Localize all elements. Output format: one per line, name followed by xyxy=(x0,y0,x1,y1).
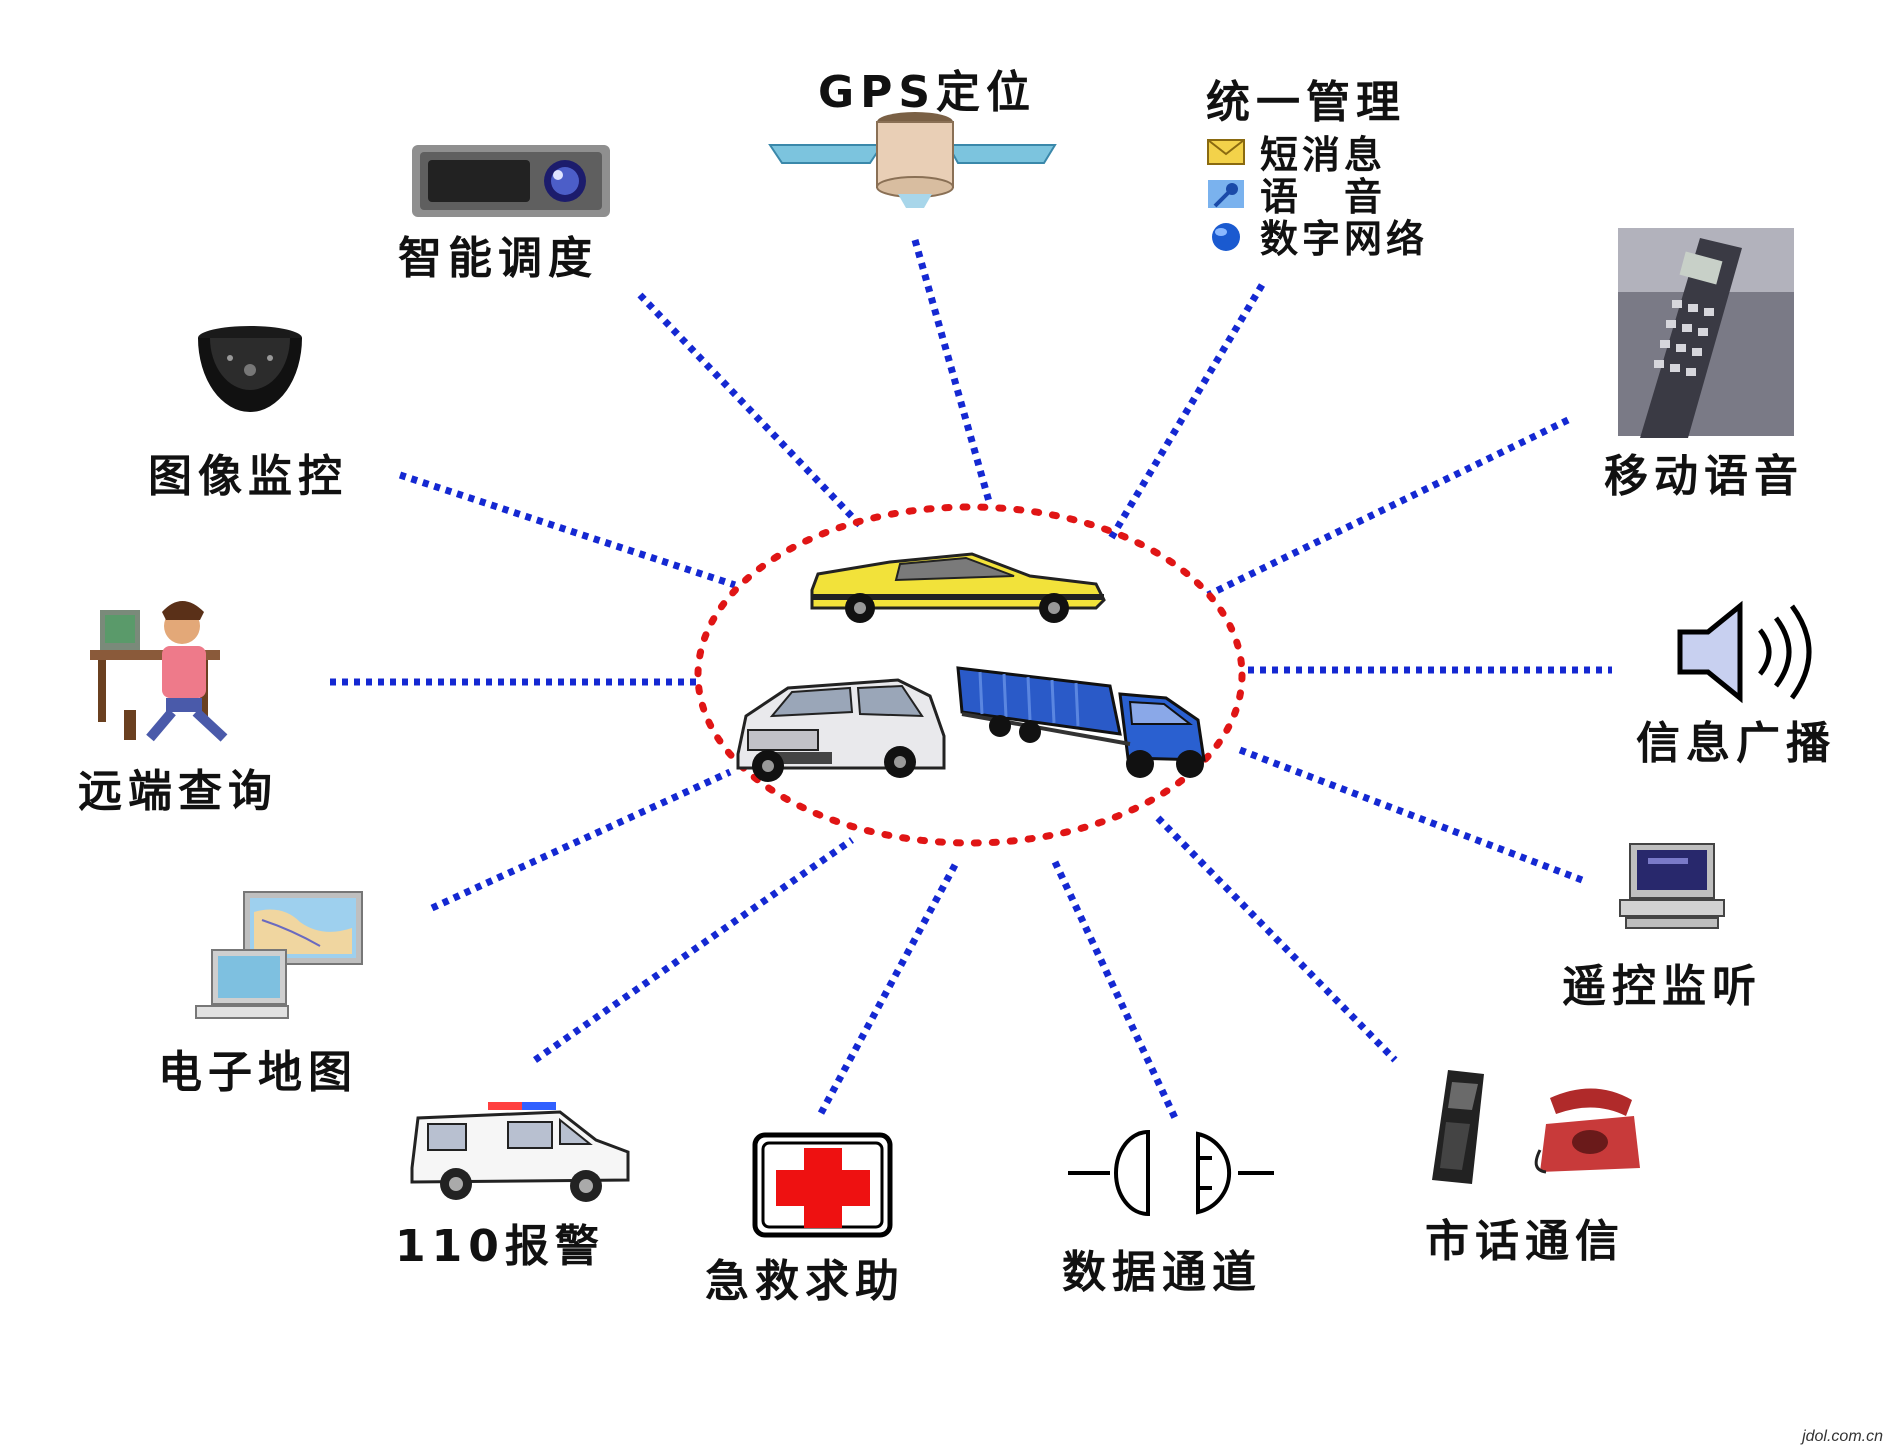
speaker-icon xyxy=(1677,600,1820,704)
connector-video xyxy=(398,471,737,589)
management-item-voice: 语 音 xyxy=(1206,166,1386,221)
taxi-icon xyxy=(810,552,1106,623)
first-aid-icon xyxy=(752,1132,893,1238)
person-at-computer-icon xyxy=(90,601,228,742)
label-city-phone: 市话通信 xyxy=(1425,1216,1625,1267)
label-electronic-map: 电子地图 xyxy=(158,1047,358,1098)
label-dispatch: 智能调度 xyxy=(398,233,598,284)
label-police: 110报警 xyxy=(395,1221,605,1272)
management-item-label: 短消息 xyxy=(1260,133,1387,177)
vehicle-ring xyxy=(694,503,1246,847)
connector-gps xyxy=(911,239,994,506)
dispatch-console-icon xyxy=(412,145,610,217)
connector-remote-listen xyxy=(1238,746,1584,884)
label-gps: GPS定位 xyxy=(818,67,1037,118)
data-plug-icon xyxy=(1068,1129,1274,1217)
label-remote-query: 远端查询 xyxy=(78,766,278,817)
truck-icon xyxy=(956,666,1206,778)
remote-monitor-computer-icon xyxy=(1619,843,1725,929)
management-item-digital-network: 数字网络 xyxy=(1206,208,1428,263)
suv-icon xyxy=(736,678,946,782)
cellphone-icon xyxy=(1432,1070,1484,1184)
label-video-monitoring: 图像监控 xyxy=(148,451,348,502)
microphone-icon xyxy=(1208,179,1244,208)
connector-police xyxy=(533,837,854,1063)
connector-mobile-voice xyxy=(1206,416,1570,599)
watermark: jdol.com.cn xyxy=(1802,1428,1883,1445)
management-title: 统一管理 xyxy=(1206,77,1406,128)
connector-map xyxy=(430,768,732,912)
satellite-icon xyxy=(768,112,1057,208)
connector-city-phone xyxy=(1155,815,1398,1063)
label-rescue: 急救求助 xyxy=(705,1256,905,1307)
connector-rescue xyxy=(816,863,959,1117)
management-item-label: 语 音 xyxy=(1260,175,1387,219)
desk-telephone-icon xyxy=(1534,1088,1640,1174)
map-computer-icon xyxy=(195,891,363,1019)
connector-management xyxy=(1106,283,1266,542)
label-broadcast: 信息广播 xyxy=(1636,718,1836,769)
car-phone-icon xyxy=(1618,228,1794,438)
label-data-channel: 数据通道 xyxy=(1062,1247,1262,1298)
connector-data-channel xyxy=(1051,860,1179,1120)
police-van-icon xyxy=(410,1102,630,1202)
management-item-label: 数字网络 xyxy=(1260,217,1429,261)
label-mobile-voice: 移动语音 xyxy=(1604,451,1804,502)
dome-camera-icon xyxy=(198,326,302,412)
management-item-sms: 短消息 xyxy=(1206,124,1386,179)
connector-lines xyxy=(330,239,1612,1120)
connector-dispatch xyxy=(637,292,863,528)
envelope-icon xyxy=(1207,138,1245,165)
label-remote-listen: 遥控监听 xyxy=(1562,961,1762,1012)
globe-icon xyxy=(1212,222,1240,251)
